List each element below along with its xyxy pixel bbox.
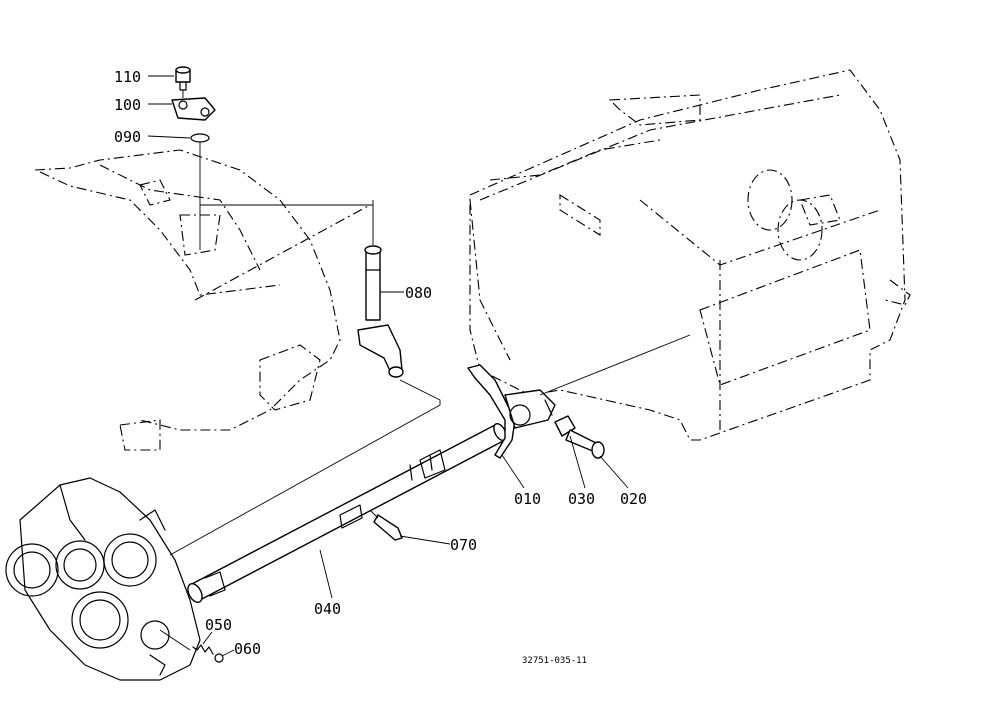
- label-090: 090: [114, 128, 141, 146]
- label-040: 040: [314, 600, 341, 618]
- detent-ball: [214, 653, 224, 663]
- label-080: 080: [405, 284, 432, 302]
- spring-pin: [373, 514, 403, 541]
- label-010: 010: [514, 490, 541, 508]
- drawing-code: 32751-035-11: [522, 656, 587, 666]
- shift-lever: [357, 245, 404, 378]
- front-gear-case: [5, 477, 201, 681]
- label-070: 070: [450, 536, 477, 554]
- retainer-plate: [171, 97, 216, 121]
- assembly-guide-lines: [159, 90, 691, 651]
- shift-fork: [467, 364, 556, 459]
- label-030: 030: [568, 490, 595, 508]
- label-060: 060: [234, 640, 261, 658]
- leader-lines: [147, 75, 629, 657]
- top-bolt: [175, 66, 191, 91]
- transmission-housing-outline: [469, 69, 911, 441]
- label-050: 050: [205, 616, 232, 634]
- shift-shaft: [187, 423, 507, 603]
- detent-spring: [192, 644, 214, 655]
- label-020: 020: [620, 490, 647, 508]
- o-ring: [190, 133, 210, 143]
- fork-bolt: [565, 429, 605, 459]
- label-110: 110: [114, 68, 141, 86]
- label-100: 100: [114, 96, 141, 114]
- gear-case-outline: [34, 149, 371, 451]
